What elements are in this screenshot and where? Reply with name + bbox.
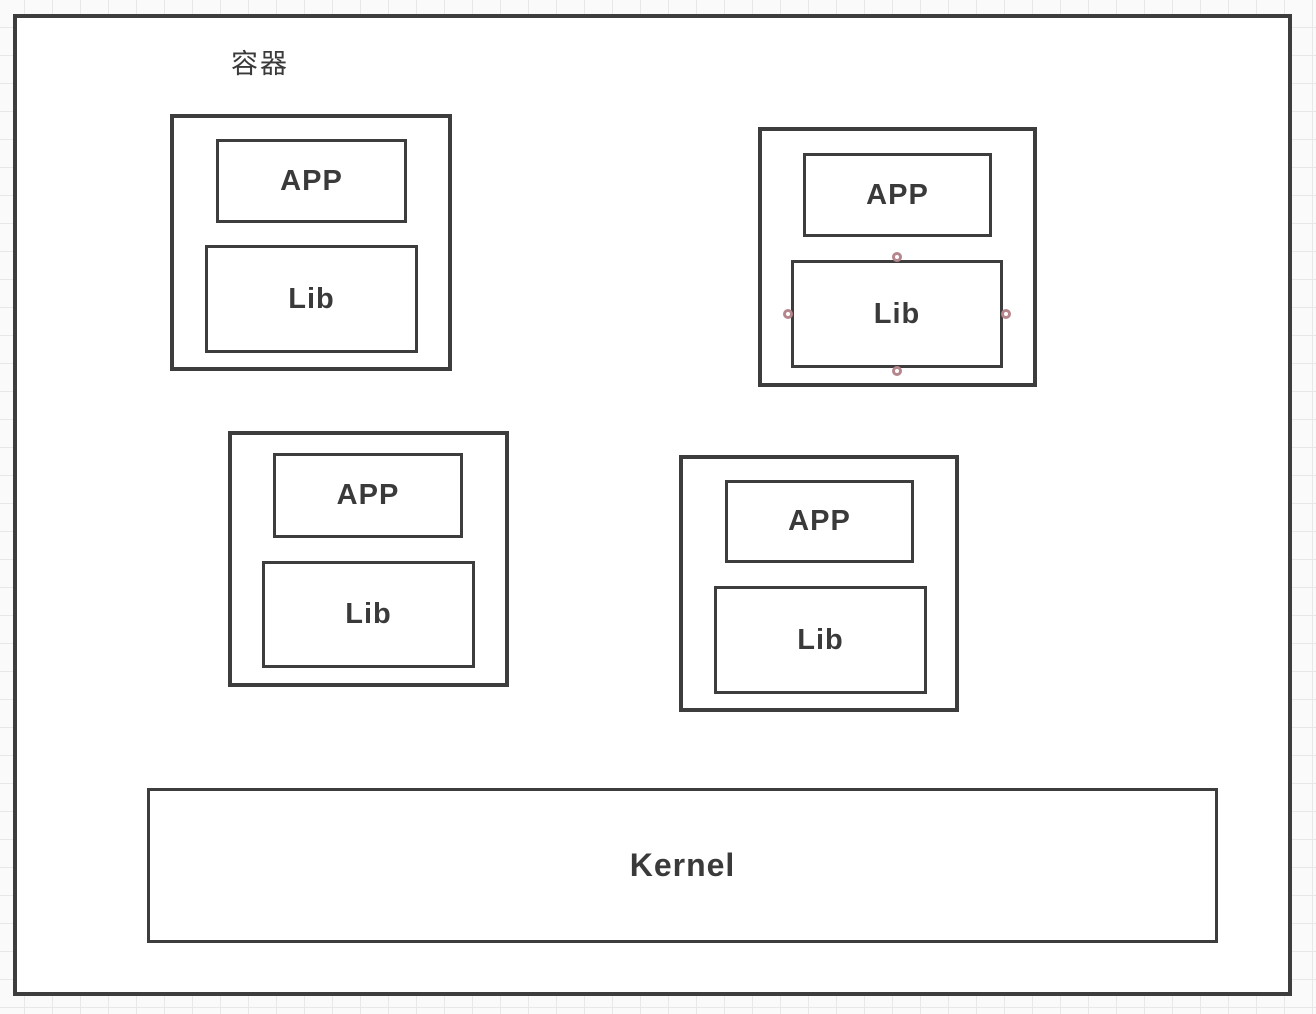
lib-label: Lib [797,623,844,656]
lib-label: Lib [345,598,392,630]
container-box-2[interactable]: APP Lib [758,127,1037,387]
lib-box-selected[interactable]: Lib [783,252,1011,376]
lib-box[interactable]: Lib [714,586,927,694]
resize-handle-left[interactable] [783,309,793,319]
app-box[interactable]: APP [725,480,914,563]
lib-label: Lib [288,282,335,315]
resize-handle-top[interactable] [892,252,902,262]
lib-box[interactable]: Lib [205,245,418,353]
app-label: APP [866,178,929,211]
app-box[interactable]: APP [216,139,407,223]
app-label: APP [336,479,400,511]
app-label: APP [280,164,343,197]
kernel-box[interactable]: Kernel [147,788,1218,943]
container-box-1[interactable]: APP Lib [170,114,452,371]
container-box-4[interactable]: APP Lib [679,455,959,712]
resize-handle-right[interactable] [1001,309,1011,319]
resize-handle-bottom[interactable] [892,366,902,376]
app-label: APP [788,505,851,537]
diagram-title-label: 容器 [231,49,289,79]
lib-label: Lib [873,297,921,330]
kernel-label: Kernel [629,847,736,883]
app-box[interactable]: APP [803,153,992,237]
app-box[interactable]: APP [273,453,463,538]
container-box-3[interactable]: APP Lib [228,431,509,687]
lib-box[interactable]: Lib [262,561,475,668]
